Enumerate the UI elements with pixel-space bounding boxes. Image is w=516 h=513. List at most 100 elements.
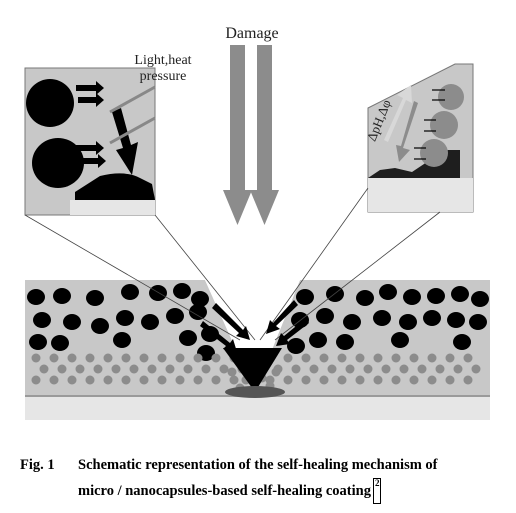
particle <box>327 364 337 374</box>
particle <box>67 375 77 385</box>
particle <box>111 364 121 374</box>
capsule <box>191 291 209 307</box>
particle <box>85 375 95 385</box>
particle <box>355 375 365 385</box>
particle <box>283 375 293 385</box>
particle <box>147 364 157 374</box>
capsule <box>399 314 417 330</box>
capsule <box>287 338 305 354</box>
particle <box>309 364 319 374</box>
particle <box>227 367 237 377</box>
particle <box>157 353 167 363</box>
particle <box>31 353 41 363</box>
right-panel-substrate <box>368 178 473 212</box>
particle <box>49 353 59 363</box>
capsule <box>27 289 45 305</box>
particle <box>49 375 59 385</box>
particle <box>103 375 113 385</box>
particle <box>391 353 401 363</box>
flow-arrow <box>112 108 138 175</box>
healing-agent-in-crack <box>223 348 282 392</box>
particle <box>409 353 419 363</box>
figure-number: Fig. 1 <box>20 457 55 473</box>
particle <box>67 353 77 363</box>
release-arrow <box>76 81 104 95</box>
capsule <box>86 290 104 306</box>
particle <box>139 375 149 385</box>
particle <box>193 375 203 385</box>
capsule <box>91 318 109 334</box>
particle <box>373 375 383 385</box>
particle <box>427 353 437 363</box>
stimulus-line <box>109 85 156 114</box>
capsule <box>309 332 327 348</box>
particle <box>229 375 239 385</box>
capsule <box>63 314 81 330</box>
connector-line <box>154 214 256 341</box>
capsule <box>471 291 489 307</box>
capsule <box>29 334 47 350</box>
pressure-label: pressure <box>140 69 187 84</box>
capsule <box>373 310 391 326</box>
particle <box>165 364 175 374</box>
particle <box>471 364 481 374</box>
particle <box>175 353 185 363</box>
particle <box>337 353 347 363</box>
caption-line-1: Fig. 1 Schematic representation of the s… <box>20 452 500 478</box>
figure-caption: Fig. 1 Schematic representation of the s… <box>20 452 500 504</box>
particle <box>463 353 473 363</box>
particle <box>453 364 463 374</box>
particle <box>417 364 427 374</box>
capsule <box>51 335 69 351</box>
connector-line <box>24 214 241 341</box>
particle <box>283 353 293 363</box>
particle <box>301 353 311 363</box>
damage-label: Damage <box>225 25 278 42</box>
capsule <box>173 283 191 299</box>
crack-arrow <box>266 300 298 334</box>
capsule <box>469 314 487 330</box>
particle <box>219 364 229 374</box>
particle <box>201 364 211 374</box>
capsule <box>379 284 397 300</box>
caption-line-2: micro / nanocapsules-based self-healing … <box>20 478 500 504</box>
capsule <box>356 290 374 306</box>
capsule <box>451 286 469 302</box>
particle <box>445 353 455 363</box>
damage-arrow <box>223 45 252 225</box>
particle <box>211 353 221 363</box>
inhibitor-particle <box>420 139 448 167</box>
capsule <box>296 289 314 305</box>
capsule <box>116 310 134 326</box>
caption-text-1: Schematic representation of the self-hea… <box>78 457 438 473</box>
particle <box>399 364 409 374</box>
capsule <box>391 332 409 348</box>
self-healing-diagram: Damage Light,heat pressure ΔpH,Δφ <box>24 25 490 420</box>
capsule-ruptured <box>32 138 84 188</box>
particle <box>129 364 139 374</box>
capsule <box>33 312 51 328</box>
particle <box>121 375 131 385</box>
particle <box>75 364 85 374</box>
particle <box>363 364 373 374</box>
particle <box>157 375 167 385</box>
ph-arrow-dark <box>396 101 418 162</box>
left-inset-panel <box>24 67 156 216</box>
crack-arrows <box>200 300 309 352</box>
particle <box>373 353 383 363</box>
particle <box>427 375 437 385</box>
right-inset-panel <box>367 63 474 213</box>
capsule <box>121 284 139 300</box>
release-arrows <box>76 81 106 168</box>
particle-arrows <box>414 89 445 160</box>
capsule <box>113 332 131 348</box>
substrate-layer <box>25 395 490 420</box>
particle <box>435 364 445 374</box>
particle <box>271 367 281 377</box>
capsule <box>141 314 159 330</box>
particle <box>445 375 455 385</box>
stimulus-line <box>109 116 156 145</box>
particle <box>337 375 347 385</box>
capsule <box>149 285 167 301</box>
capsule <box>166 308 184 324</box>
